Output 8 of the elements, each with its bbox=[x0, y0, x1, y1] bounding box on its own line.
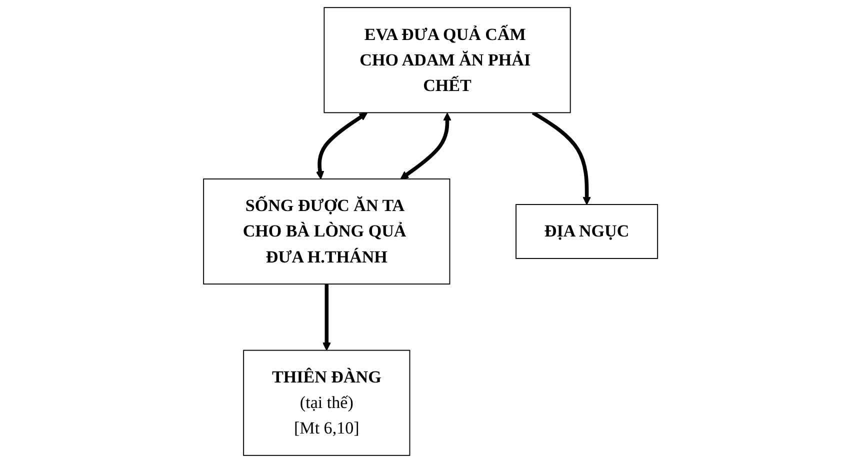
arrow bbox=[322, 284, 332, 351]
node-box: SỐNG ĐƯỢC ĂN TA CHO BÀ LÒNG QUẢ ĐƯA H.THÁNH bbox=[204, 178, 451, 285]
arrow bbox=[532, 111, 592, 205]
arrow bbox=[316, 112, 368, 180]
node-box: EVA ĐƯA QUẢ CẤM CHO ADAM ĂN PHẢI CHẾT bbox=[324, 7, 572, 114]
arrow bbox=[400, 112, 452, 180]
node-box: THIÊN ĐÀNG (tại thế) [Mt 6,10] bbox=[244, 350, 411, 456]
node-box: ĐỊA NGỤC bbox=[516, 204, 658, 259]
